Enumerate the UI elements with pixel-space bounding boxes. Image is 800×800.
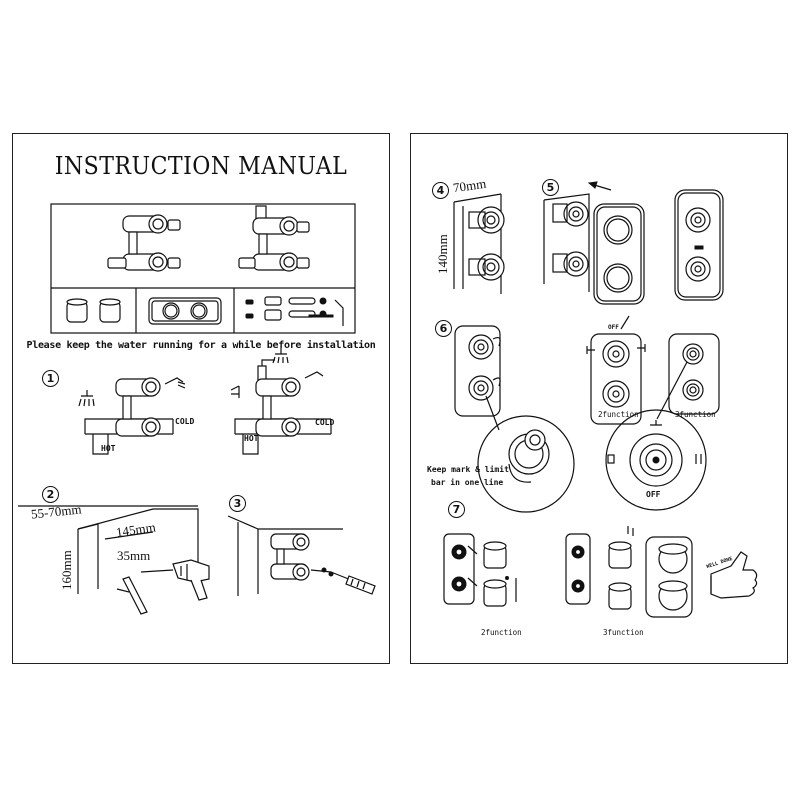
- thumbs-up-icon: [710, 551, 758, 599]
- parts-contents-box: [50, 203, 356, 334]
- caption-3function-step7: 3function: [603, 628, 644, 637]
- off-label-small: OFF: [608, 324, 619, 331]
- cold-label: COLD: [175, 417, 195, 426]
- step-4-illustration: [453, 193, 505, 294]
- valve-body-2function-icon: [107, 214, 181, 272]
- step-5-number: 5: [542, 179, 559, 196]
- step-3-number: 3: [229, 495, 246, 512]
- hot-label: HOT: [101, 444, 116, 453]
- valve-body-3function-icon: [238, 205, 310, 272]
- caption-2function-step6: 2function: [598, 410, 639, 419]
- step-4-number: 4: [432, 182, 449, 199]
- step-1-number: 1: [42, 370, 59, 387]
- caption-2function-step7: 2function: [481, 628, 522, 637]
- step-6-number: 6: [435, 320, 452, 337]
- keep-mark-note-line2: bar in one line: [431, 478, 504, 487]
- dial-off-label: OFF: [646, 490, 661, 499]
- step-2-wall-cut-illustration: [18, 505, 210, 615]
- cold-label-b: COLD: [315, 418, 335, 427]
- step-5-cover-plate-illustration: [543, 181, 724, 305]
- installation-note: Please keep the water running for a whil…: [26, 340, 376, 351]
- keep-mark-note-line1: Keep mark & limit: [427, 465, 509, 474]
- cover-plate-icon: [148, 297, 222, 325]
- drill-depth-dimension: 35mm: [117, 548, 151, 563]
- step-7-number: 7: [448, 501, 465, 518]
- manual-title: INSTRUCTION MANUAL: [54, 152, 348, 180]
- step-2-number: 2: [42, 486, 59, 503]
- handle-knobs-icon: [66, 298, 121, 323]
- caption-3function-step6: 3function: [675, 410, 716, 419]
- fittings-kit-icon: [245, 296, 344, 326]
- step-6-illustration: [454, 315, 720, 513]
- hot-label-b: HOT: [244, 434, 259, 443]
- manual-page-right: 4 70mm 140mm 5 6: [410, 133, 788, 664]
- step-3-mounting-illustration: [227, 515, 376, 596]
- step-1-illustration: [78, 348, 332, 455]
- manual-page-left: INSTRUCTION MANUAL: [12, 133, 390, 664]
- step-7-handles-illustration: [443, 526, 758, 618]
